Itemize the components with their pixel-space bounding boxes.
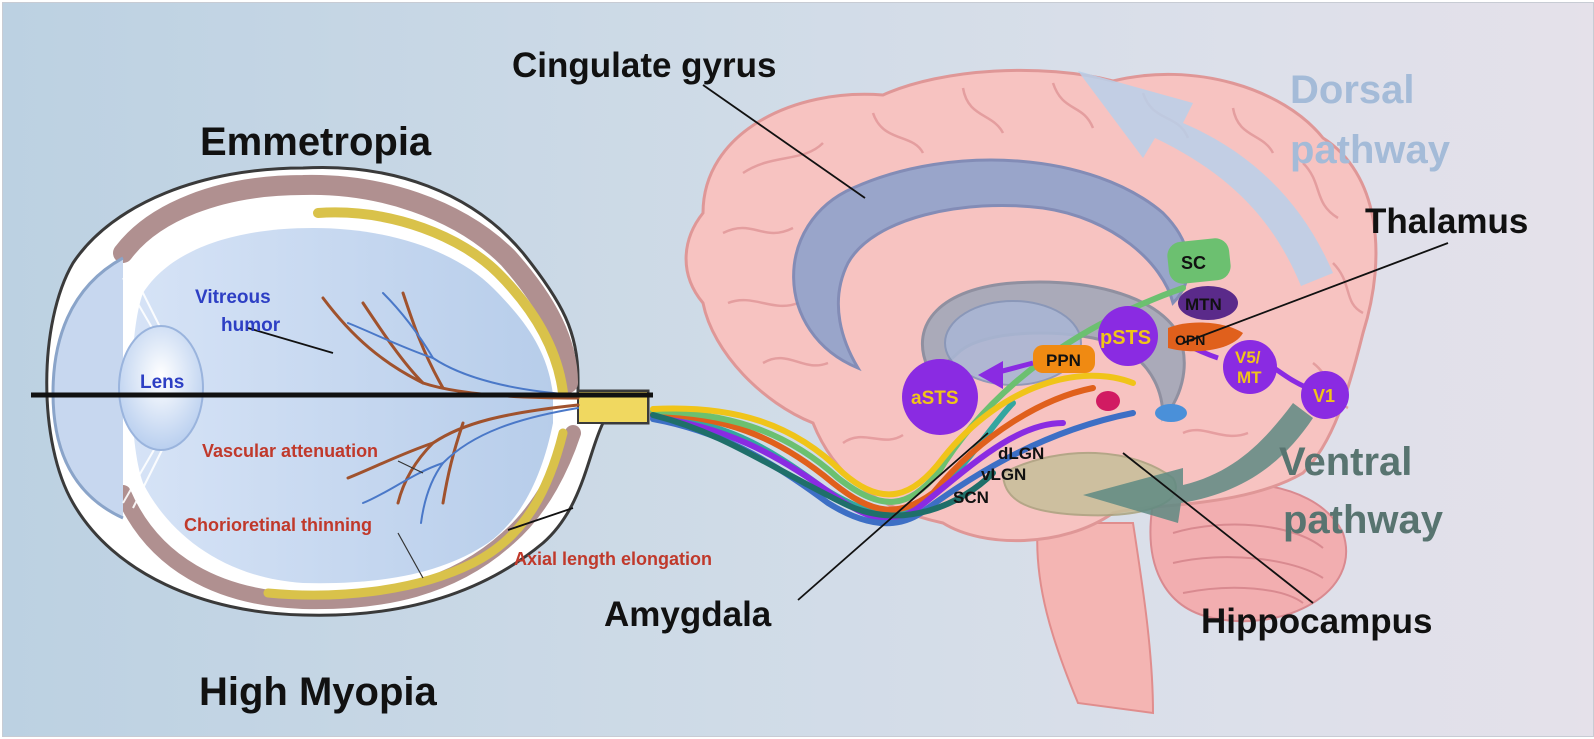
label-lens: Lens bbox=[140, 372, 184, 393]
label-pathway-ventral: pathway bbox=[1283, 498, 1444, 542]
asts-node bbox=[902, 359, 978, 435]
label-amygdala: Amygdala bbox=[604, 595, 772, 634]
amygdala-spot bbox=[1096, 391, 1120, 411]
sc-node bbox=[1167, 238, 1231, 284]
node-label-v1: V1 bbox=[1313, 386, 1335, 406]
label-vascular-attenuation: Vascular attenuation bbox=[202, 441, 378, 461]
label-high-myopia: High Myopia bbox=[199, 670, 438, 714]
asts-arrowhead bbox=[978, 361, 1003, 389]
v5mt-node bbox=[1223, 340, 1277, 394]
node-label-sc: SC bbox=[1181, 253, 1206, 273]
brain-nodes bbox=[902, 238, 1349, 435]
dorsal-pathway-arrow bbox=[1078, 71, 1333, 286]
ventral-pathway-arrow bbox=[1083, 403, 1313, 523]
node-label-v5: V5/ bbox=[1235, 348, 1261, 367]
label-dorsal: Dorsal bbox=[1290, 68, 1415, 112]
label-pathway-dorsal: pathway bbox=[1290, 128, 1451, 172]
node-label-asts: aSTS bbox=[911, 388, 959, 409]
label-humor: humor bbox=[221, 315, 281, 336]
mtn-node bbox=[1178, 286, 1238, 320]
cingulate-gyrus-shape bbox=[792, 158, 1191, 372]
opn-node bbox=[1168, 322, 1243, 352]
lens-shape bbox=[118, 325, 204, 451]
retinal-vessels-blue bbox=[347, 292, 579, 524]
blue-node bbox=[1155, 404, 1187, 422]
label-chorioretinal-thinning: Chorioretinal thinning bbox=[184, 515, 372, 535]
v1-node bbox=[1301, 371, 1349, 419]
diagram-svg: Cingulate gyrus Dorsal pathway Emmetropi… bbox=[31, 46, 1528, 715]
node-label-mt: MT bbox=[1237, 368, 1262, 387]
choroid-band bbox=[113, 174, 578, 393]
node-label-scn: SCN bbox=[953, 488, 989, 507]
ppn-node bbox=[1033, 345, 1095, 373]
node-label-psts: pSTS bbox=[1100, 327, 1151, 349]
label-vitreous: Vitreous bbox=[195, 287, 271, 308]
brainstem bbox=[1036, 522, 1155, 715]
psts-node bbox=[1098, 306, 1158, 366]
retina-band bbox=[313, 207, 568, 398]
eye bbox=[45, 165, 650, 617]
node-label-dlgn: dLGN bbox=[998, 444, 1044, 463]
label-emmetropia: Emmetropia bbox=[200, 120, 432, 164]
node-label-vlgn: vLGN bbox=[981, 465, 1026, 484]
node-label-opn: OPN bbox=[1175, 332, 1205, 348]
brain bbox=[684, 68, 1378, 715]
vitreous bbox=[131, 228, 553, 584]
label-axial-length-elongation: Axial length elongation bbox=[514, 549, 712, 569]
node-label-ppn: PPN bbox=[1046, 351, 1081, 370]
label-ventral: Ventral bbox=[1279, 440, 1412, 484]
node-label-mtn: MTN bbox=[1185, 295, 1222, 314]
label-hippocampus: Hippocampus bbox=[1201, 602, 1432, 641]
label-cingulate-gyrus: Cingulate gyrus bbox=[512, 46, 776, 85]
leader-lines bbox=[247, 84, 1449, 604]
label-thalamus: Thalamus bbox=[1365, 202, 1528, 241]
